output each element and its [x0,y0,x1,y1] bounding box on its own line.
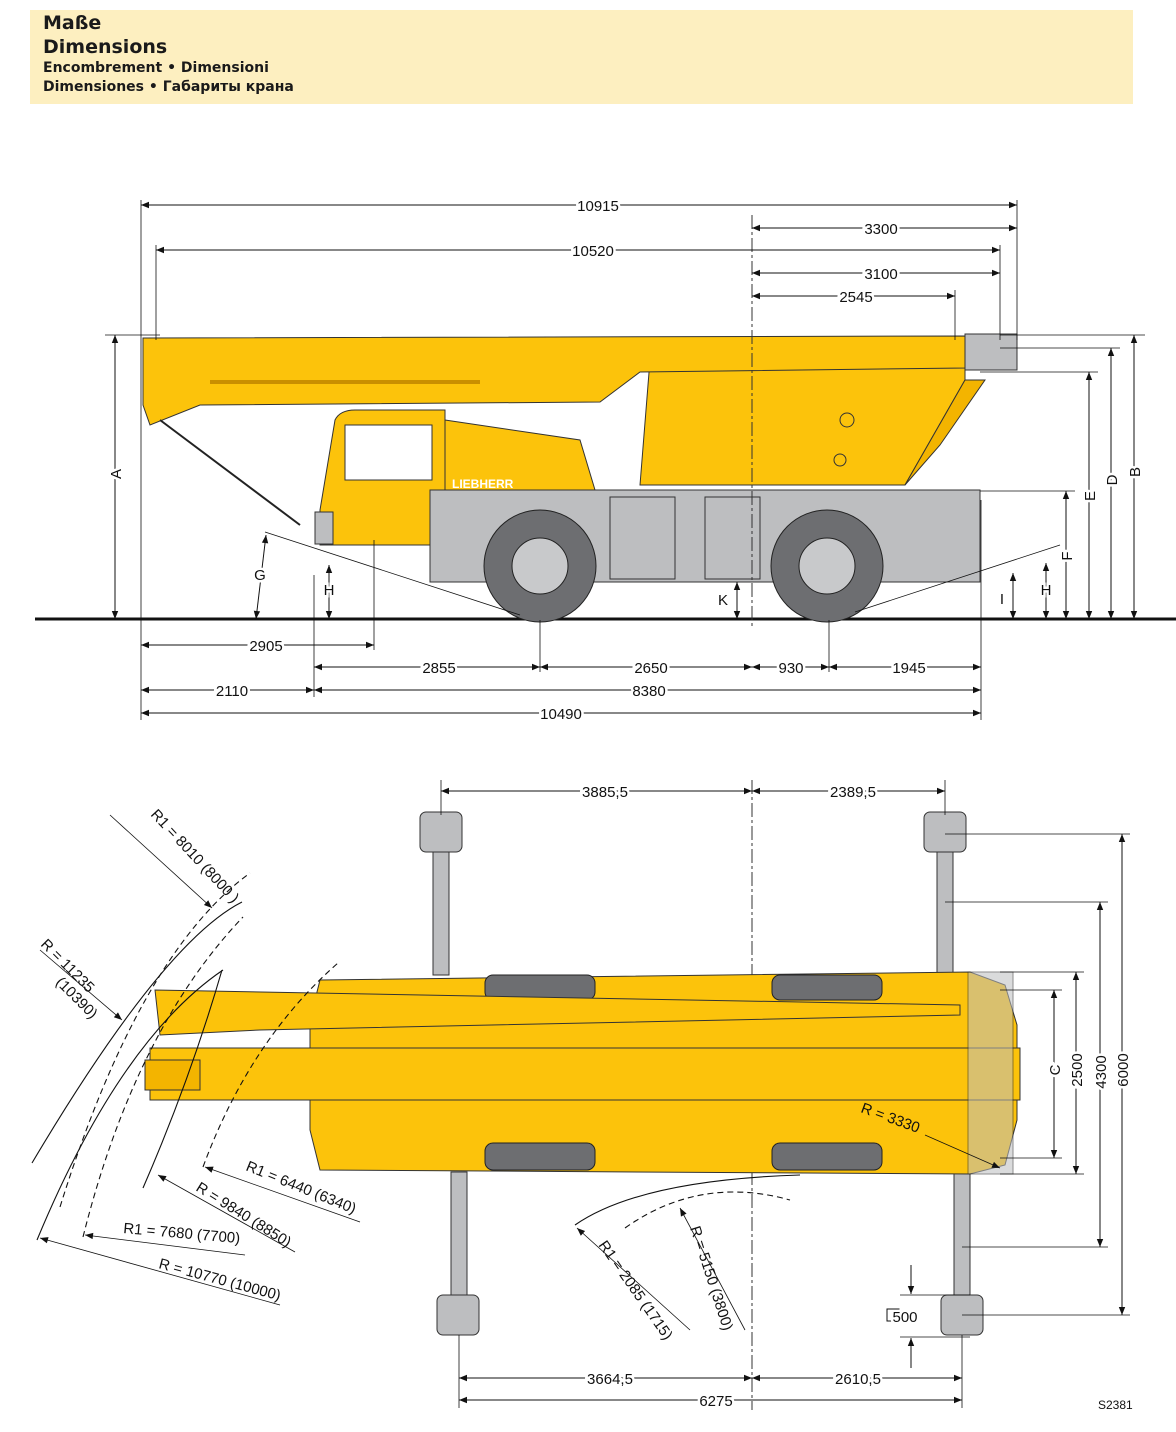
radius-label: R1 = 7680 (7700) [123,1220,241,1247]
wheel [771,974,883,1001]
top-view [31,780,1021,1410]
dimension-label: 2389,5 [830,784,876,801]
dimension-label: 2500 [1069,1053,1086,1086]
dimension-label: H [1041,582,1052,599]
title-english: Dimensions [43,36,168,58]
dimension-label: 8380 [632,683,665,700]
dimension-label: 3100 [864,266,897,283]
dimension-label: I [1000,591,1004,608]
dimension-label: 500 [892,1309,917,1326]
title-german: Maße [43,12,102,34]
dimension-label: B [1127,467,1144,477]
outrigger-front-left [432,839,450,976]
dimension-label: E [1082,491,1099,501]
dimension-label: 6275 [699,1393,732,1410]
side-view: LIEBHERR [35,215,1176,628]
dimension-label: C [1047,1064,1064,1075]
radius-label: R = 10770 (10000) [157,1255,283,1304]
dimension-label: 2855 [422,660,455,677]
dimension-label: 2545 [839,289,872,306]
dimension-label: 2905 [249,638,282,655]
dimension-label: H [324,582,335,599]
dimension-label: 3300 [864,221,897,238]
dimension-label: 10520 [572,243,614,260]
dimension-label: D [1104,474,1121,485]
drawing-code: S2381 [1098,1398,1133,1412]
dimension-label: 4300 [1093,1055,1110,1088]
dimension-label: 10490 [540,706,582,723]
title-french-italian: Encombrement • Dimensioni [43,60,269,76]
title-spanish-russian: Dimensiones • Габариты крана [43,79,294,95]
square-symbol [886,1308,900,1322]
radius-label: R1 = 2085 (1715) [595,1238,676,1344]
dimension-label: A [108,469,125,479]
title-banner: Maße Dimensions Encombrement • Dimension… [30,10,1133,104]
dimension-lines [105,200,1145,1408]
dimension-label: 2110 [216,683,248,700]
outrigger-rear-right [953,1171,971,1308]
wheel [484,1142,596,1171]
dimension-label: 6000 [1115,1053,1132,1086]
dimension-label: 2610,5 [835,1371,881,1388]
outrigger-front-right [450,1171,468,1308]
dimension-label: F [1059,551,1076,560]
dimension-label: 3885,5 [582,784,628,801]
boom-head-block [964,333,1018,371]
dimension-label: 3664,5 [587,1371,633,1388]
radius-label: R1 = 8010 (8000 ) [147,806,242,906]
dimension-label: 1945 [892,660,925,677]
wheel [771,1142,883,1171]
boom-top-2 [149,1047,1021,1101]
brand-logo: LIEBHERR [452,477,514,491]
dimension-label: 930 [778,660,803,677]
dimension-label: K [718,592,728,609]
outrigger-rear-left [936,839,954,976]
dimension-label: 10915 [577,198,619,215]
dimension-label: G [254,567,266,584]
dimension-label: 2650 [634,660,667,677]
dimension-line [253,534,269,620]
radius-label: R = 5150 (3800) [686,1224,736,1333]
